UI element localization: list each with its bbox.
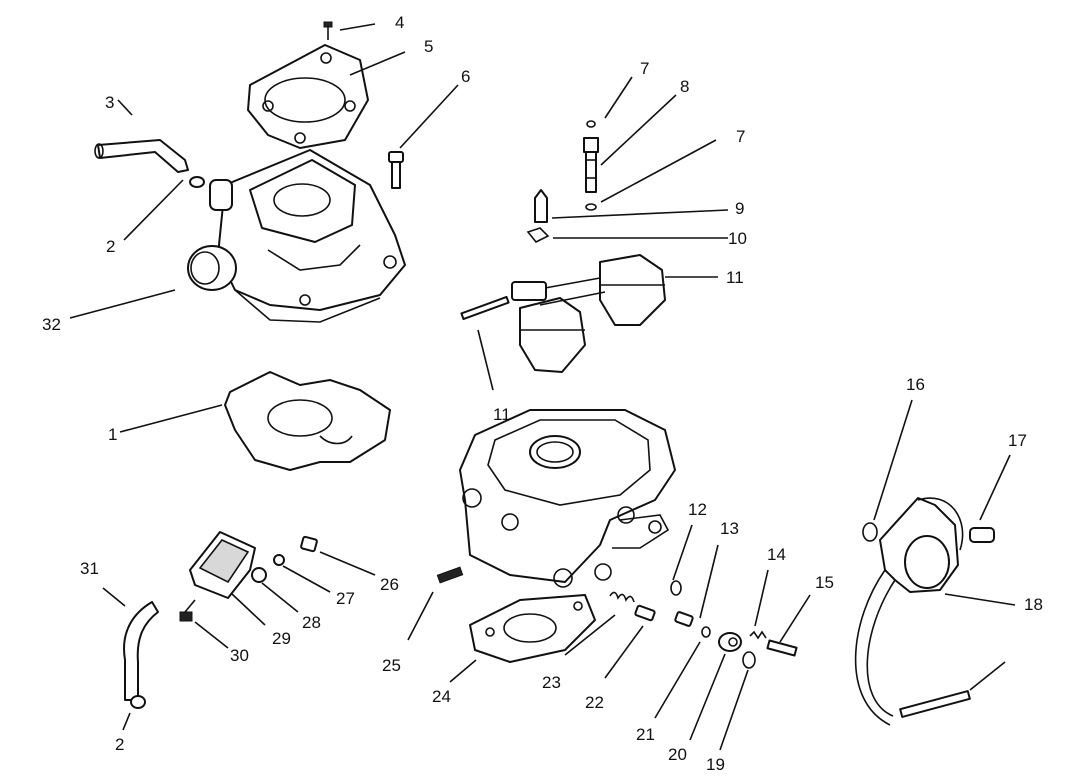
callout-28: 28	[302, 613, 321, 632]
callout-13: 13	[720, 519, 739, 538]
part-19-oring	[742, 651, 756, 669]
callout-11-pin: 11	[493, 405, 511, 424]
part-32-carburetor-top	[187, 149, 406, 323]
part-15-screw	[766, 639, 798, 657]
part-27-nut	[273, 554, 285, 566]
part-14-spring	[749, 630, 767, 640]
callout-2-upper: 2	[106, 237, 115, 256]
callout-1: 1	[108, 425, 117, 444]
part-13-screw	[674, 611, 694, 627]
callout-9: 9	[735, 199, 744, 218]
callout-7-lower: 7	[736, 127, 745, 146]
part-22-screw	[634, 604, 656, 622]
part-24-base-gasket	[469, 594, 596, 663]
part-11-float-pin	[460, 295, 510, 321]
callout-6: 6	[461, 67, 470, 86]
callout-5: 5	[424, 37, 433, 56]
part-30-screw	[179, 599, 196, 622]
callout-labels: 4 5 6 3 2 32 1 7 8 7 9 10 11 11 12 13 14…	[42, 13, 1043, 774]
part-5-cover-plate	[247, 44, 369, 149]
callout-21: 21	[636, 725, 655, 744]
callout-3: 3	[105, 93, 114, 112]
callout-22: 22	[585, 693, 604, 712]
part-18-choke-assembly	[854, 497, 1006, 726]
callout-11-float: 11	[726, 268, 744, 287]
part-23-spring	[609, 591, 635, 603]
part-25-screw	[436, 566, 464, 584]
part-6-screw	[388, 151, 404, 189]
callout-29: 29	[272, 629, 291, 648]
callout-26: 26	[380, 575, 399, 594]
callout-27: 27	[336, 589, 355, 608]
callout-7-upper: 7	[640, 59, 649, 78]
part-21-washer	[701, 626, 711, 638]
callout-16: 16	[906, 375, 925, 394]
part-31-hose	[123, 601, 159, 701]
callout-19: 19	[706, 755, 725, 774]
part-17-screw	[969, 527, 995, 543]
leader-lines	[69, 23, 1016, 751]
part-10-needle-clip	[526, 227, 550, 244]
part-7-oring-upper	[586, 120, 596, 128]
part-16-oring	[862, 522, 878, 542]
callout-15: 15	[815, 573, 834, 592]
callout-8: 8	[680, 77, 689, 96]
part-2-hose-clamp-upper	[189, 176, 205, 188]
callout-14: 14	[767, 545, 786, 564]
callout-2-lower: 2	[115, 735, 124, 754]
callout-12: 12	[688, 500, 707, 519]
part-9-float-needle	[534, 189, 548, 223]
callout-31: 31	[80, 559, 99, 578]
callout-10: 10	[728, 229, 747, 248]
part-7-oring-lower	[585, 203, 597, 211]
part-11-float	[511, 254, 666, 373]
part-4-screw	[323, 21, 333, 40]
callout-4: 4	[395, 13, 404, 32]
main-carburetor-body	[459, 409, 676, 588]
callout-24: 24	[432, 687, 451, 706]
part-20-bushing	[718, 632, 742, 652]
callout-25: 25	[382, 656, 401, 675]
callout-32: 32	[42, 315, 61, 334]
part-28-plug	[251, 567, 267, 583]
part-12-oring	[670, 580, 682, 596]
callout-30: 30	[230, 646, 249, 665]
part-26-fitting	[300, 535, 318, 553]
callout-18: 18	[1024, 595, 1043, 614]
part-1-gasket	[224, 371, 391, 471]
part-8-needle-seat	[583, 137, 599, 193]
part-29-valve-block	[189, 531, 256, 599]
part-3-vent-hose	[94, 139, 189, 173]
callout-20: 20	[668, 745, 687, 764]
part-2-hose-clamp-lower	[130, 695, 146, 709]
callout-17: 17	[1008, 431, 1027, 450]
callout-23: 23	[542, 673, 561, 692]
